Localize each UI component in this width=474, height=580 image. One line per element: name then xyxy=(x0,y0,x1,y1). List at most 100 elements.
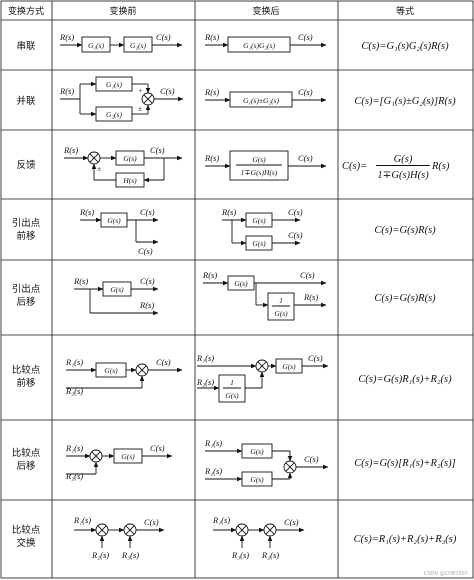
row-parallel: 并联 R(s) G₁(s) G₂(s) + ± C(s) xyxy=(16,76,456,122)
row-label: 串联 xyxy=(16,41,36,52)
block-inverse-g xyxy=(218,374,246,403)
summing-junction xyxy=(87,151,101,165)
signal-label: R₂(s) xyxy=(65,386,83,396)
watermark: CSDN @CHB7007 xyxy=(424,571,468,577)
signal-label: R(s) xyxy=(204,32,219,42)
signal-label: R₁(s) xyxy=(73,515,91,525)
diagram-before: R₁(s) C(s) R₂(s) R₃(s) xyxy=(73,515,165,560)
signal-label: R₁(s) xyxy=(204,438,222,448)
signal-label: R₁(s) xyxy=(65,357,83,367)
signal-label: R₂(s) xyxy=(65,471,83,481)
block-label: G₁(s)G₂(s) xyxy=(243,41,275,50)
diagram-before: R₁(s) G(s) C(s) R₂(s) xyxy=(65,357,183,396)
block-label: G₂(s) xyxy=(106,110,122,119)
block-label: G(s) xyxy=(252,155,266,164)
signal-label: C(s) xyxy=(150,145,165,155)
block-label: G(s) xyxy=(250,447,264,456)
equation: C(s)=G(s)R(s) xyxy=(374,225,436,236)
signal-label: C(s) xyxy=(288,207,303,217)
block-g1g2 xyxy=(227,36,291,53)
signal-label: R₂(s) xyxy=(204,466,222,476)
diagram-after: R(s) G(s) C(s) 1 G(s) R(s) xyxy=(202,270,327,321)
signal-label: R₃(s) xyxy=(231,550,249,560)
summing-junction xyxy=(141,92,155,106)
block-label: G(s) xyxy=(274,309,288,318)
block-label: H(s) xyxy=(122,176,137,185)
signal-label: C(s) xyxy=(298,32,313,42)
signal-label: C(s) xyxy=(140,207,155,217)
row-label: 比较点 xyxy=(12,364,41,376)
diagram-after: R₁(s) C(s) R₃(s) R₂(s) xyxy=(212,515,305,560)
signal-label: R(s) xyxy=(63,145,78,155)
block-label: G(s) xyxy=(250,475,264,484)
diagram-after: R₁(s) G(s) C(s) R₂(s) G(s) xyxy=(204,438,329,487)
equation: C(s)=R₁(s)+R₂(s)+R₃(s) xyxy=(354,534,457,545)
equation: C(s)=G(s)[R₁(s)+R₂(s)] xyxy=(354,458,455,469)
row-label: 引出点 xyxy=(12,217,41,229)
block-label: G(s) xyxy=(234,279,248,288)
signal-label: C(s) xyxy=(298,87,313,97)
sign-label: + xyxy=(138,86,143,95)
signal-label: C(s) xyxy=(300,270,315,280)
summing-junction xyxy=(263,523,277,537)
row-summing-forward: 比较点 前移 R₁(s) G(s) C(s) R₂(s) R₁(s) xyxy=(12,353,452,403)
block-label: G₁(s) xyxy=(88,41,104,50)
signal-label: R(s) xyxy=(79,207,94,217)
row-label: 前移 xyxy=(16,377,36,389)
block-label: G(s) xyxy=(252,239,266,248)
equation: C(s)=[G₁(s)±G₂(s)]R(s) xyxy=(354,96,456,107)
block-label: G(s) xyxy=(110,285,124,294)
block-label: 1 xyxy=(230,378,234,387)
equation-lhs: C(s)= xyxy=(342,161,367,172)
diagram-before: R₁(s) G(s) C(s) R₂(s) xyxy=(65,443,173,481)
signal-label: R(s) xyxy=(221,207,236,217)
diagram-after: R(s) G₁(s)±G₂(s) C(s) xyxy=(204,87,327,108)
diagram-after: R(s) G(s) 1∓G(s)H(s) C(s) xyxy=(204,150,327,181)
signal-label: R(s) xyxy=(139,300,154,310)
signal-label: R(s) xyxy=(204,153,219,163)
block-label: G(s) xyxy=(104,366,118,375)
signal-label: R₂(s) xyxy=(196,377,214,387)
summing-junction xyxy=(235,523,249,537)
signal-label: C(s) xyxy=(156,32,171,42)
signal-label: C(s) xyxy=(298,153,313,163)
diagram-before: R(s) ± G(s) C(s) H(s) xyxy=(63,145,183,188)
signal-label: C(s) xyxy=(160,86,175,96)
equation: C(s)= G(s) 1∓G(s)H(s) R(s) xyxy=(342,154,450,181)
signal-label: R₂(s) xyxy=(91,550,109,560)
signal-label: R(s) xyxy=(303,292,318,302)
header-after: 变换后 xyxy=(252,5,279,17)
equation: C(s)=G(s)R₁(s)+R₂(s) xyxy=(358,374,452,385)
signal-label: R(s) xyxy=(59,32,74,42)
signal-label: C(s) xyxy=(140,276,155,286)
signal-label: R₁(s) xyxy=(65,443,83,453)
block-label: G₂(s) xyxy=(130,41,146,50)
row-label: 比较点 xyxy=(12,524,41,536)
signal-label: R₁(s) xyxy=(196,353,214,363)
row-summing-swap: 比较点 交换 R₁(s) C(s) R₂(s) R₃(s) R₁(s xyxy=(12,515,457,560)
signal-label: R₂(s) xyxy=(261,550,279,560)
equation-numerator: G(s) xyxy=(394,154,413,165)
block-g1-pm-g2 xyxy=(229,91,293,108)
signal-label: C(s) xyxy=(308,353,323,363)
row-summing-backward: 比较点 后移 R₁(s) G(s) C(s) R₂(s) R₁(s) G(s) xyxy=(12,438,456,487)
diagram-after: R(s) G₁(s)G₂(s) C(s) xyxy=(204,32,327,53)
block-label: G(s) xyxy=(107,216,121,225)
sign-label: ± xyxy=(97,164,101,173)
summing-junction xyxy=(123,523,137,537)
row-label: 后移 xyxy=(16,296,36,308)
block-label: 1 xyxy=(279,296,283,305)
block-label: G₁(s) xyxy=(106,80,122,89)
signal-label: R₃(s) xyxy=(121,550,139,560)
summing-junction xyxy=(135,363,149,377)
diagram-before: R(s) R(s) G(s) C(s) xyxy=(73,276,159,316)
summing-junction xyxy=(95,523,109,537)
summing-junction xyxy=(255,359,269,373)
row-series: 串联 R(s) G₁(s) G₂(s) C(s) R(s) G₁(s)G₂(s)… xyxy=(16,32,449,53)
signal-label: C(s) xyxy=(144,517,159,527)
diagram-before: R(s) G(s) C(s) C(s) xyxy=(79,207,159,256)
diagram-after: R₁(s) G(s) C(s) R₂(s) 1 G(s) xyxy=(196,353,329,403)
block-label: G(s) xyxy=(121,452,135,461)
block-inverse-g xyxy=(267,292,295,321)
